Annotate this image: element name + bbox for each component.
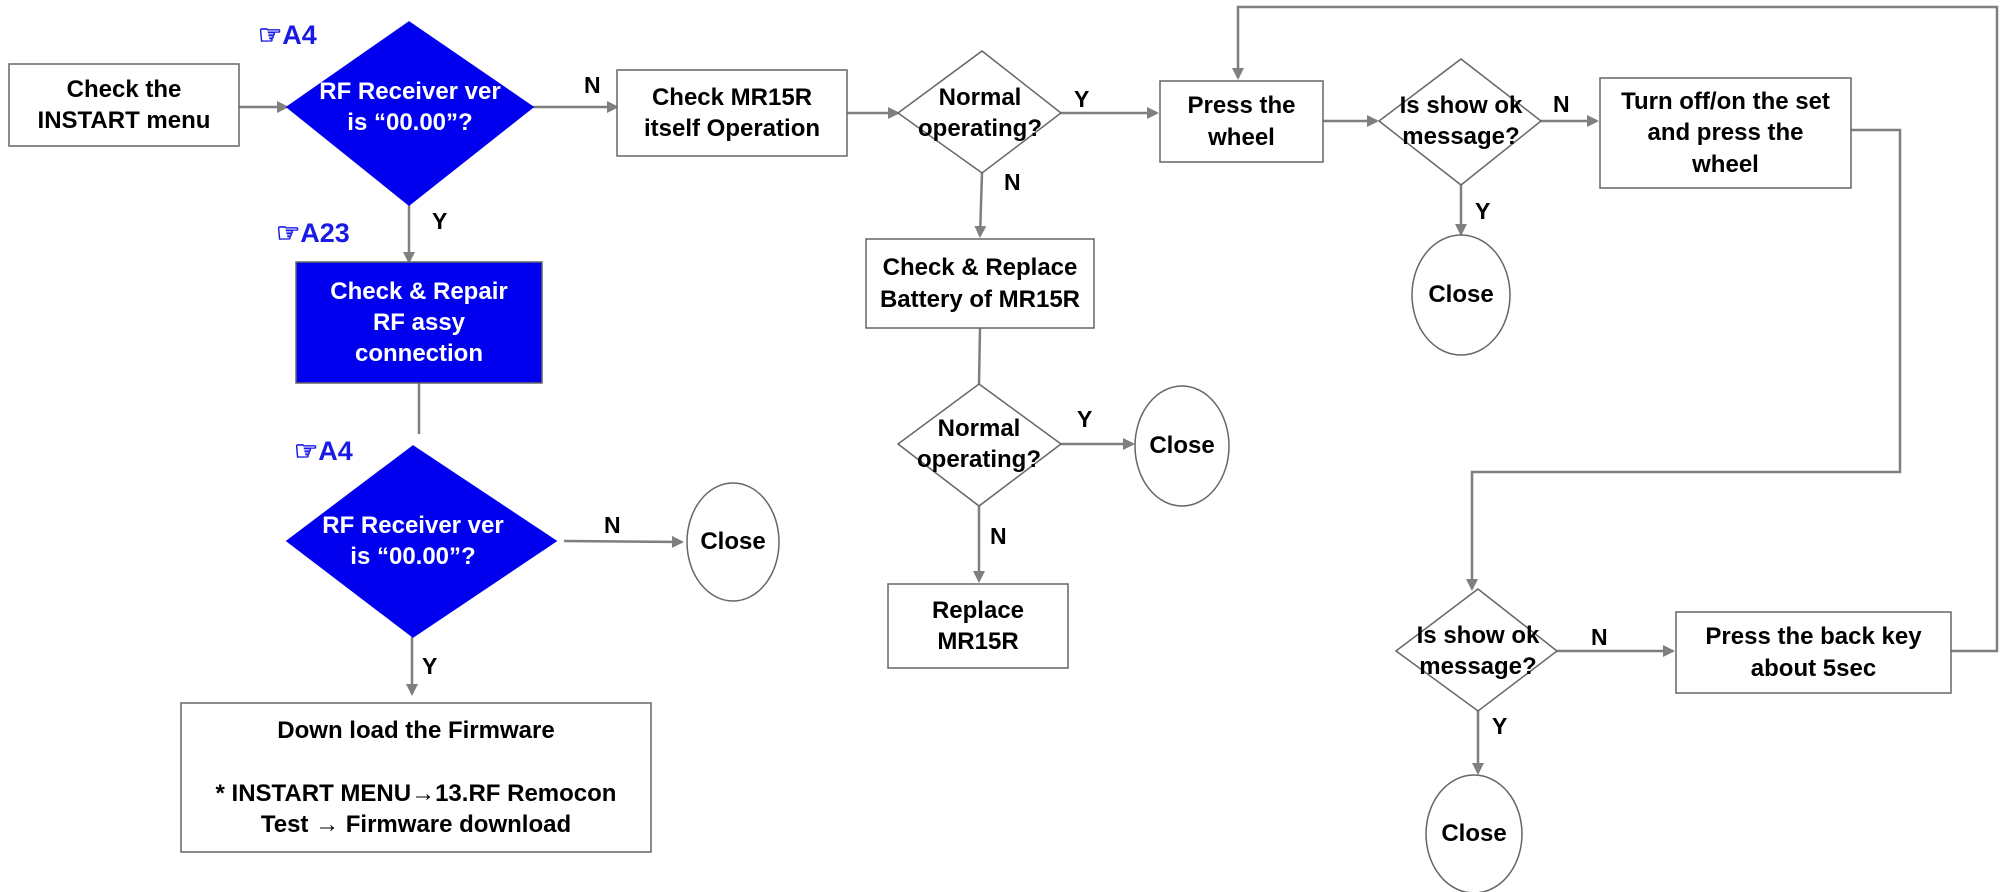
edge-battery-to-normal2: [977, 327, 982, 385]
label-check-replace-battery: Check & Replace Battery of MR15R: [879, 254, 1081, 313]
process-check-replace-battery: [865, 238, 1095, 329]
decision-rf-receiver-ver-2: [285, 445, 558, 638]
decision-rf-receiver-ver-1: [285, 21, 535, 206]
label-close-normal2: Close: [1149, 432, 1215, 460]
edge-label-rf1-yes: Y: [432, 208, 448, 234]
process-replace-mr15r: [887, 583, 1069, 669]
label-replace-mr15r: Replace MR15R: [931, 596, 1025, 655]
terminal-close-normal2: [1134, 385, 1230, 507]
decision-ok-message-2: [1394, 588, 1559, 712]
edge-label-normal1-yes: Y: [1074, 86, 1090, 112]
label-close-ok1: Close: [1428, 281, 1494, 309]
label-ok-message-1: Is show ok message?: [1399, 91, 1523, 150]
label-normal-operating-1: Normal operating?: [918, 83, 1042, 142]
process-turn-off-on-set: [1599, 77, 1852, 189]
edge-label-rf2-no: N: [604, 512, 621, 538]
edge-backkey-loop: [1232, 5, 1999, 653]
edge-label-rf1-no: N: [584, 72, 601, 98]
decision-normal-operating-1: [896, 50, 1063, 174]
label-check-repair-rf-assy: Check & Repair RF assy connection: [330, 277, 508, 368]
edge-label-ok1-yes: Y: [1475, 198, 1491, 224]
label-rf-receiver-ver-1: RF Receiver ver is “00.00”?: [319, 77, 501, 136]
terminal-close-ok2: [1425, 774, 1523, 892]
label-normal-operating-2: Normal operating?: [917, 414, 1041, 473]
edge-turnoff-to-ok2: [1466, 128, 1902, 591]
decision-ok-message-1: [1377, 58, 1543, 186]
label-press-wheel: Press the wheel: [1187, 92, 1296, 151]
ref-a4-bottom: ☞A4: [294, 436, 353, 466]
label-check-mr15r-operation: Check MR15R itself Operation: [643, 83, 821, 142]
edge-label-rf2-yes: Y: [422, 653, 438, 679]
edge-label-ok2-yes: Y: [1492, 713, 1508, 739]
edge-label-normal2-no: N: [990, 523, 1007, 549]
terminal-close-rf2: [686, 482, 780, 602]
process-press-wheel: [1159, 80, 1324, 163]
terminal-close-ok1: [1411, 234, 1511, 356]
label-check-instart-menu: Check the INSTART menu: [37, 75, 211, 134]
decision-normal-operating-2: [896, 383, 1063, 507]
label-ok-message-2: Is show ok message?: [1416, 621, 1540, 680]
process-check-repair-rf-assy: [295, 261, 543, 384]
label-press-back-key: Press the back key about 5sec: [1705, 623, 1922, 682]
edge-label-ok1-no: N: [1553, 91, 1570, 117]
edge-label-ok2-no: N: [1591, 624, 1608, 650]
process-download-firmware: [180, 702, 652, 853]
process-check-instart-menu: [8, 63, 240, 147]
label-close-rf2: Close: [700, 528, 766, 556]
label-close-ok2: Close: [1441, 820, 1507, 848]
label-rf-receiver-ver-2: RF Receiver ver is “00.00”?: [322, 511, 504, 570]
label-turn-off-on-set: Turn off/on the set and press the wheel: [1621, 88, 1830, 178]
process-check-mr15r-operation: [616, 69, 848, 157]
edge-rf2-no: [563, 535, 684, 548]
ref-a4-top: ☞A4: [258, 20, 317, 50]
edge-label-normal2-yes: Y: [1077, 406, 1093, 432]
label-download-firmware: Down load the Firmware * INSTART MENU→13…: [215, 717, 617, 838]
edge-normal1-no: [974, 172, 987, 238]
ref-a23: ☞A23: [276, 218, 350, 248]
edge-label-normal1-no: N: [1004, 169, 1021, 195]
process-press-back-key: [1675, 611, 1952, 694]
